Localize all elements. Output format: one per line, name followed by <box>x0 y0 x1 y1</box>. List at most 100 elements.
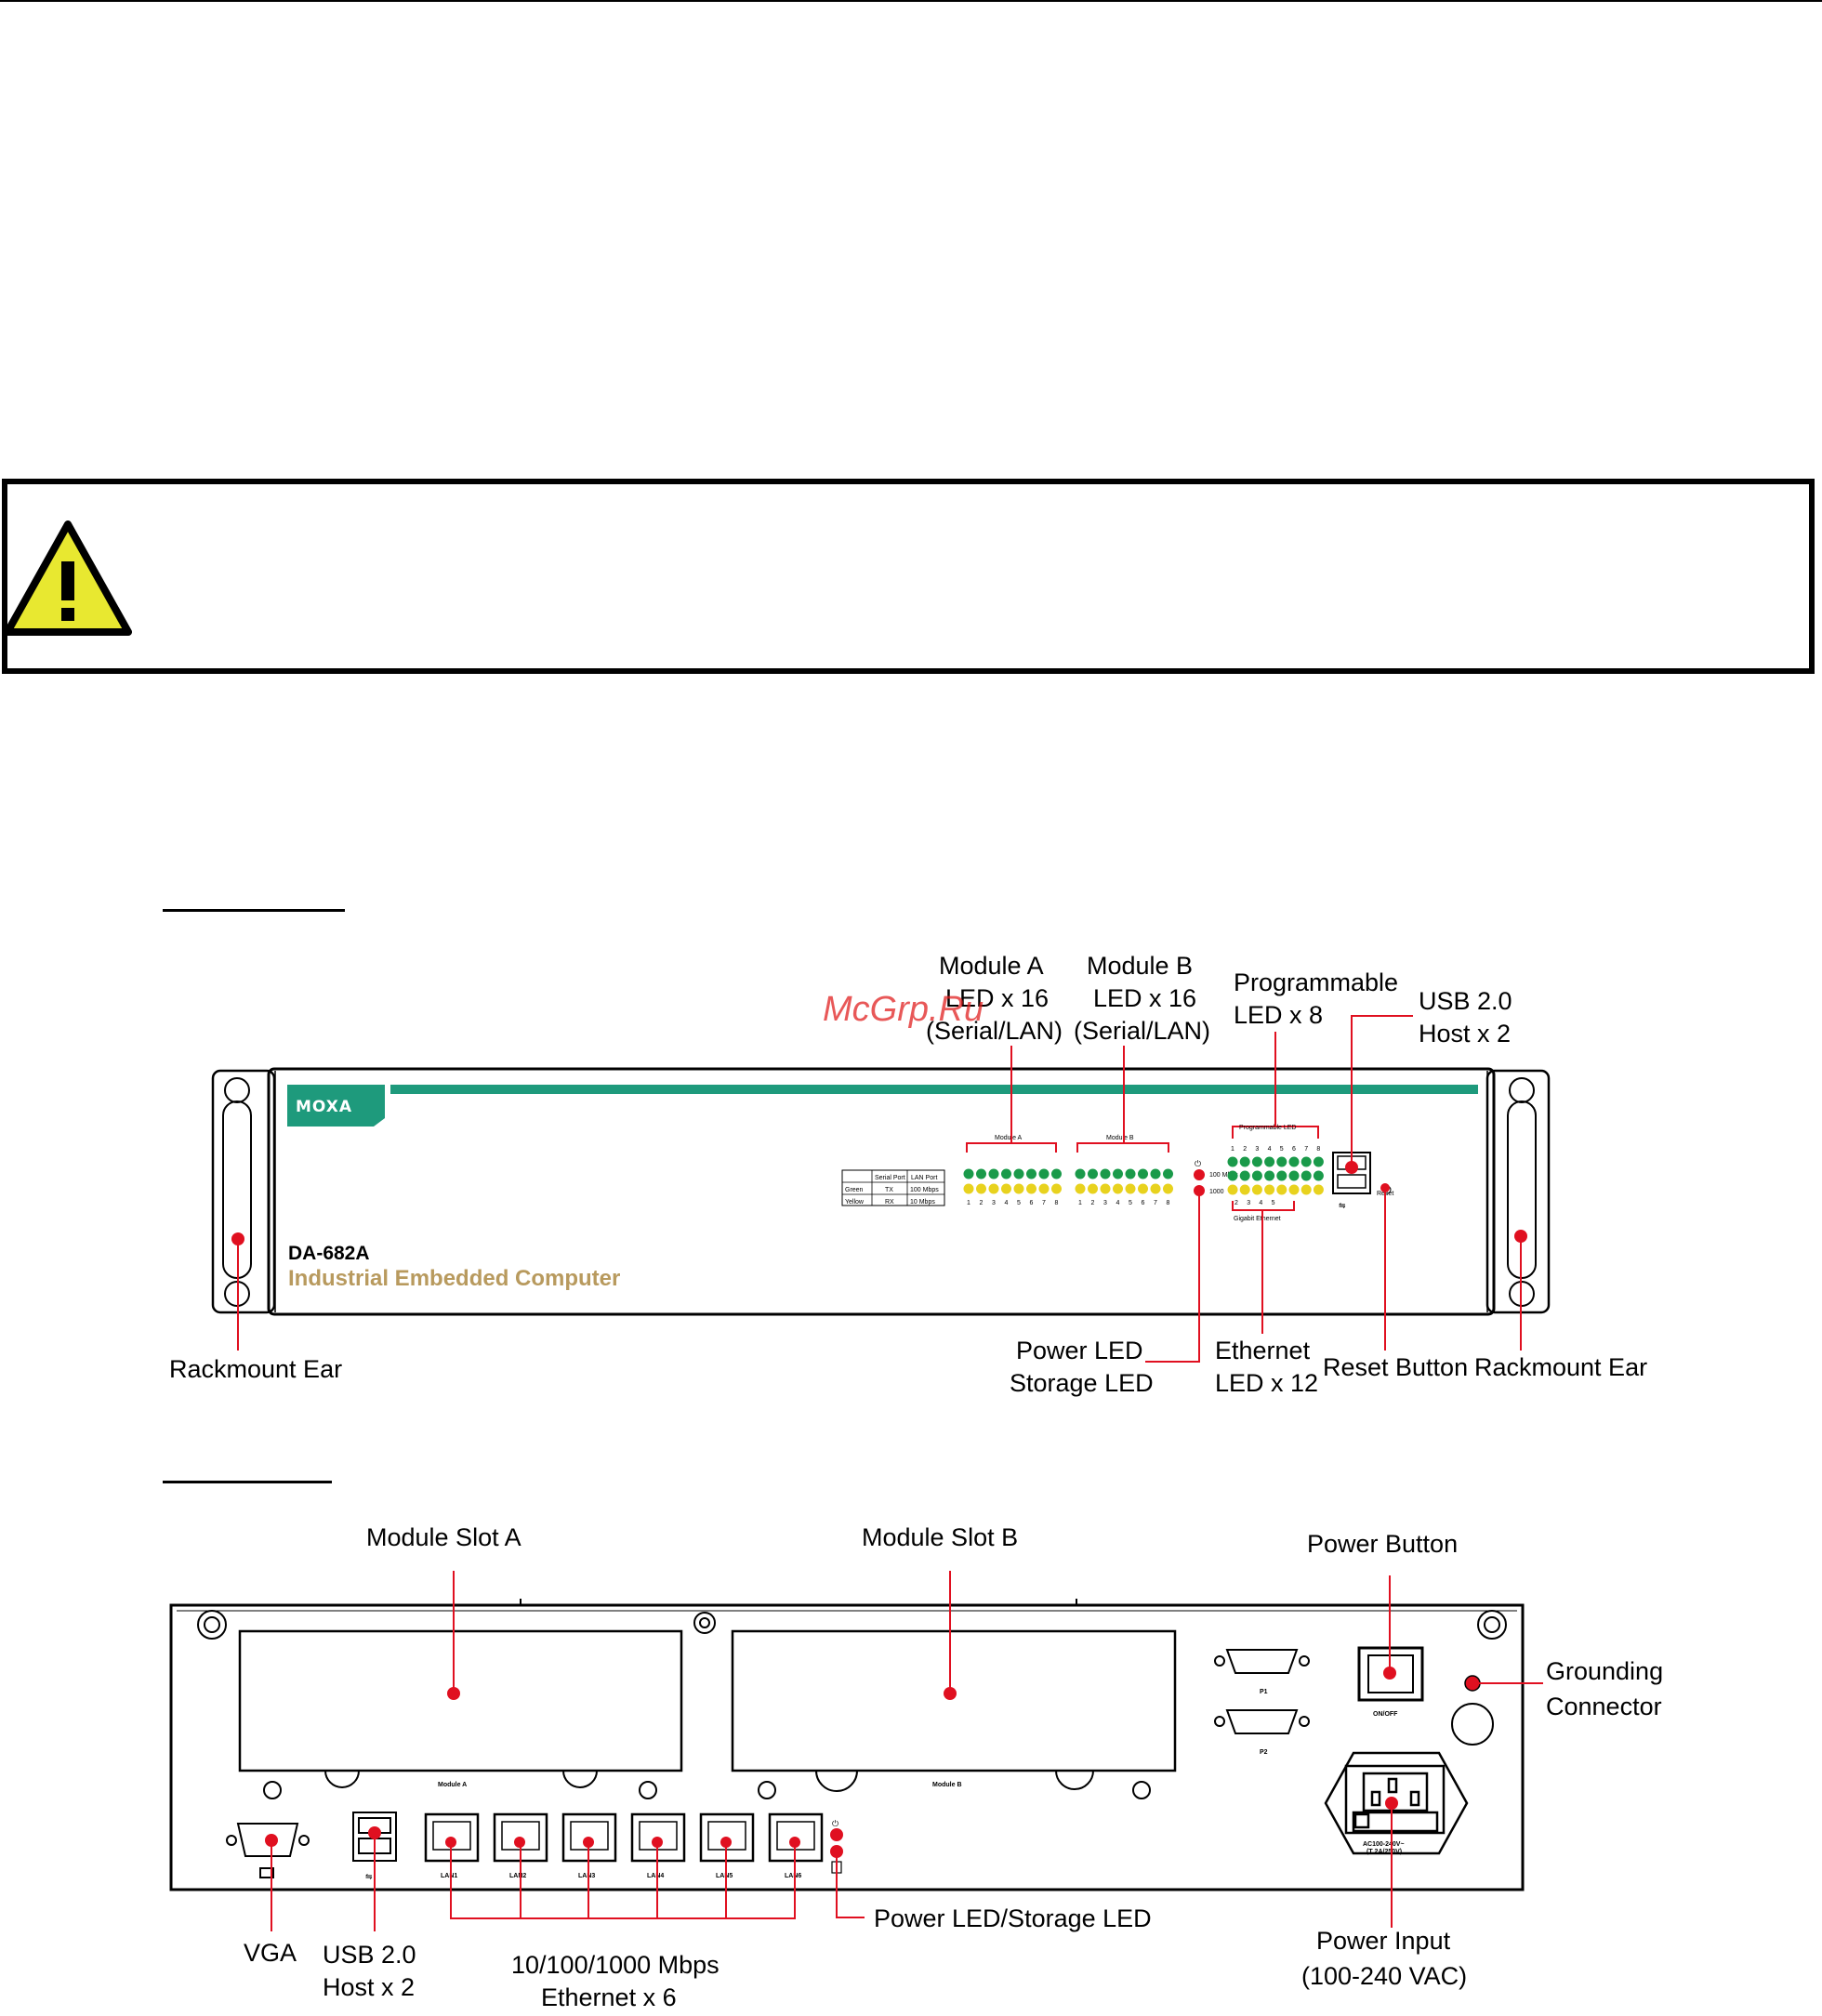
svg-text:Power Input: Power Input <box>1316 1927 1451 1955</box>
led-dot <box>1239 1170 1250 1181</box>
module-a-led-label: Module A LED x 16 (Serial/LAN) <box>926 952 1063 1045</box>
led-dot <box>1264 1170 1275 1181</box>
grounding-connector-label: Grounding Connector <box>1546 1657 1663 1720</box>
programmable-led-label: Programmable LED x 8 <box>1234 968 1398 1029</box>
led-number: 6 <box>1142 1200 1145 1206</box>
svg-text:LAN1: LAN1 <box>441 1873 457 1879</box>
rear-panel: Module A Module B P1 P2 ON/OFF <box>169 1523 1663 2011</box>
led-dot <box>963 1183 974 1194</box>
led-number: 3 <box>1247 1200 1250 1206</box>
svg-text:Serial Port: Serial Port <box>875 1175 905 1181</box>
svg-text:Yellow: Yellow <box>845 1199 865 1206</box>
module-slot-b-label: Module Slot B <box>862 1523 1018 1551</box>
led-dot <box>976 1168 986 1179</box>
led-number: 5 <box>1272 1200 1275 1206</box>
module-slot-a-shape <box>238 1629 683 1772</box>
vga-port <box>226 1823 310 1878</box>
svg-text:AC100-240V~: AC100-240V~ <box>1363 1841 1405 1848</box>
model-name: DA-682A <box>288 1243 370 1264</box>
rear-usb-label: USB 2.0 Host x 2 <box>323 1941 416 2001</box>
led-number: 8 <box>1316 1146 1320 1153</box>
led-dot <box>1300 1170 1312 1181</box>
svg-text:⏻: ⏻ <box>1195 1159 1201 1168</box>
svg-text:LAN4: LAN4 <box>647 1873 664 1879</box>
led-dot <box>1239 1184 1250 1195</box>
module-b-led-label: Module B LED x 16 (Serial/LAN) <box>1074 952 1210 1045</box>
svg-text:Module B: Module B <box>932 1782 962 1788</box>
led-number: 2 <box>1243 1146 1247 1153</box>
led-dot <box>1227 1170 1238 1181</box>
front-view-heading-rule <box>163 909 345 912</box>
module-slot-a-label: Module Slot A <box>366 1523 522 1551</box>
led-dot <box>1313 1170 1324 1181</box>
led-number: 6 <box>1292 1146 1296 1153</box>
svg-text:Module A: Module A <box>939 952 1044 980</box>
led-dot <box>1125 1168 1136 1179</box>
svg-text:(100-240 VAC): (100-240 VAC) <box>1301 1962 1467 1990</box>
power-button-label: Power Button <box>1307 1530 1458 1558</box>
svg-text:LED x 12: LED x 12 <box>1215 1369 1318 1397</box>
led-dot <box>988 1183 999 1194</box>
led-dot <box>1051 1168 1062 1179</box>
led-number: 8 <box>1167 1200 1170 1206</box>
rear-power-storage-label: Power LED/Storage LED <box>874 1904 1152 1932</box>
led-dot <box>1038 1168 1050 1179</box>
svg-text:LED x 16: LED x 16 <box>945 984 1049 1012</box>
led-dot <box>1288 1156 1300 1167</box>
led-dot <box>1313 1156 1324 1167</box>
led-number: 1 <box>967 1200 970 1206</box>
led-dot <box>1163 1183 1173 1194</box>
svg-text:⇋: ⇋ <box>1339 1201 1346 1210</box>
rear-view-heading-rule <box>163 1481 332 1483</box>
top-rule <box>0 0 1822 2</box>
power-input-label: Power Input (100-240 VAC) <box>1301 1927 1467 1990</box>
svg-text:Programmable: Programmable <box>1234 968 1398 996</box>
led-dot <box>1276 1170 1287 1181</box>
svg-text:USB 2.0: USB 2.0 <box>1419 987 1512 1015</box>
led-dot <box>1001 1168 1011 1179</box>
led-dot <box>1251 1156 1262 1167</box>
led-legend-table: Serial Port LAN Port Green TX 100 Mbps Y… <box>841 1169 945 1206</box>
led-dot <box>1288 1170 1300 1181</box>
led-dot <box>988 1168 999 1179</box>
svg-text:Power LED: Power LED <box>1016 1337 1143 1364</box>
svg-text:Module B: Module B <box>1087 952 1193 980</box>
led-dot <box>1300 1156 1312 1167</box>
led-dot <box>1113 1168 1123 1179</box>
led-dot <box>1088 1168 1098 1179</box>
module-slot-b-shape <box>731 1629 1177 1772</box>
serial-ports <box>1214 1649 1310 1734</box>
svg-text:1000: 1000 <box>1209 1189 1224 1195</box>
svg-text:Storage LED: Storage LED <box>1010 1369 1154 1397</box>
led-number: 2 <box>1091 1200 1095 1206</box>
led-number: 2 <box>1234 1200 1238 1206</box>
product-name: Industrial Embedded Computer <box>288 1266 620 1291</box>
watermark-text: McGrp.Ru <box>823 990 984 1029</box>
led-dot <box>1075 1183 1086 1194</box>
led-dot <box>1239 1156 1250 1167</box>
led-number: 5 <box>1280 1146 1284 1153</box>
led-dot <box>976 1183 986 1194</box>
svg-text:⇋: ⇋ <box>365 1872 373 1881</box>
svg-text:100 Mbps: 100 Mbps <box>910 1187 939 1193</box>
svg-text:Gigabit Ethernet: Gigabit Ethernet <box>1234 1216 1281 1222</box>
led-dot <box>1001 1183 1011 1194</box>
front-usb-label: USB 2.0 Host x 2 <box>1419 987 1512 1048</box>
power-storage-led-label: Power LED Storage LED <box>1010 1337 1154 1397</box>
moxa-logo <box>287 1085 385 1127</box>
led-dot <box>1100 1183 1111 1194</box>
led-number: 1 <box>1078 1200 1082 1206</box>
svg-text:Grounding: Grounding <box>1546 1657 1663 1685</box>
svg-text:Host x 2: Host x 2 <box>323 1973 415 2001</box>
front-chassis <box>267 1067 1496 1316</box>
led-dot <box>1264 1156 1275 1167</box>
vga-label: VGA <box>244 1939 297 1967</box>
rackmount-ear-left-label: Rackmount Ear <box>169 1355 342 1383</box>
svg-text:Connector: Connector <box>1546 1693 1662 1720</box>
led-dot <box>1138 1168 1148 1179</box>
svg-text:Ethernet: Ethernet <box>1215 1337 1311 1364</box>
svg-text:Module A: Module A <box>438 1782 467 1788</box>
